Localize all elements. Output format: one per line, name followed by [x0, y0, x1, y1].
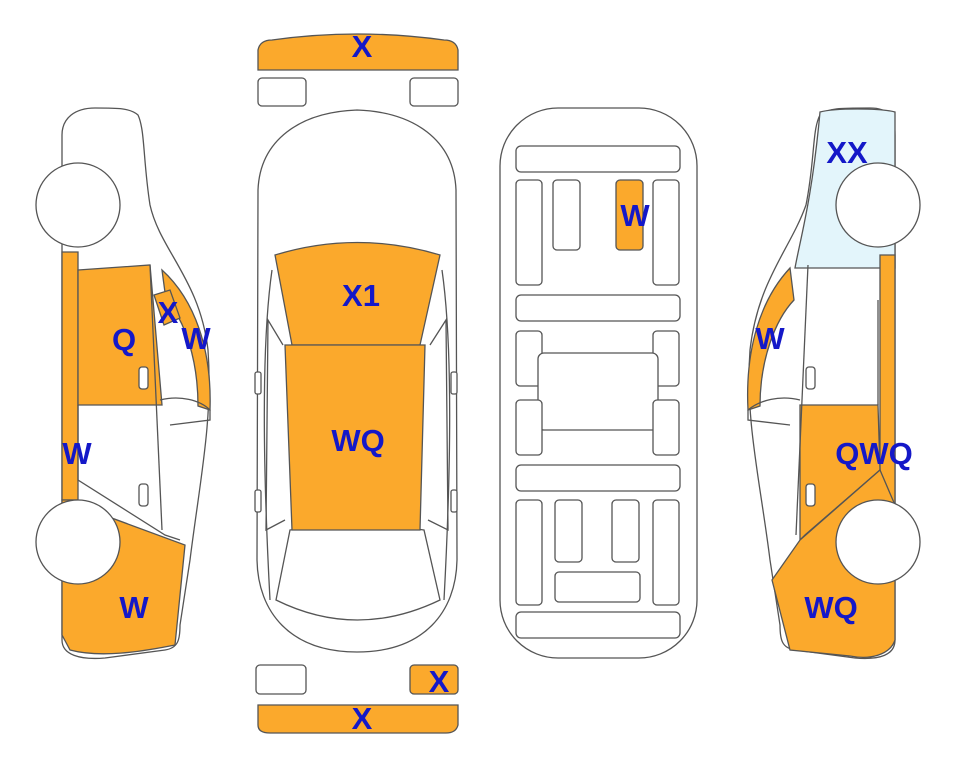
- left-pillar-line: [149, 264, 163, 531]
- right-pillar-line: [795, 264, 809, 536]
- ub-rear-rail-left: [515, 499, 543, 606]
- mark-right-windshield-edge: W: [755, 321, 785, 356]
- mark-left-front-pillar: X: [158, 295, 179, 330]
- mark-underbody-panel: W: [620, 198, 650, 233]
- ub-slot-damaged: [615, 179, 644, 251]
- front-lamp-left: [257, 77, 307, 107]
- right-glass-line: [747, 397, 801, 426]
- roof-panel: [274, 241, 441, 346]
- front-bumper-panel: [257, 33, 459, 71]
- ub-crossbar-2: [515, 464, 681, 492]
- ub-slot-left: [552, 179, 581, 251]
- hood-panel: [284, 344, 426, 531]
- rear-lamp-right-panel: [409, 664, 459, 695]
- top-window-right: [427, 317, 449, 532]
- right-handle-rear: [805, 483, 816, 507]
- top-window-left: [265, 317, 286, 532]
- mark-left-rear-fender: W: [119, 590, 149, 625]
- right-side-view: [746, 107, 921, 660]
- underbody-view: [499, 107, 698, 659]
- top-view: [254, 33, 459, 734]
- right-front-wheel: [835, 499, 921, 585]
- left-glass-line: [159, 397, 211, 426]
- left-rear-wheel: [35, 499, 121, 585]
- mark-rear-lamp-right: X: [429, 664, 450, 699]
- ub-rear-slot-2: [611, 499, 640, 563]
- mark-right-front-door: QWQ: [835, 436, 913, 471]
- top-mirror-left: [254, 371, 262, 395]
- mark-hood: WQ: [331, 423, 384, 458]
- mark-front-bumper: X: [352, 29, 373, 64]
- ub-rear-plate: [554, 571, 641, 603]
- top-mirror-right: [450, 371, 458, 395]
- left-handle-front: [138, 366, 149, 390]
- left-side-view: [35, 107, 211, 660]
- mark-left-front-door: Q: [112, 322, 136, 357]
- top-inner-line-right: [441, 269, 451, 601]
- right-rear-wheel: [835, 162, 921, 248]
- ub-rear-bar: [515, 611, 681, 639]
- ub-rear-rail-right: [652, 499, 680, 606]
- ub-center-plate: [537, 352, 659, 431]
- rear-lamp-left: [255, 664, 307, 695]
- ub-crossbar-1: [515, 294, 681, 322]
- rear-bumper-panel: [257, 704, 459, 734]
- ub-rail-right: [652, 179, 680, 286]
- mark-left-windshield-edge: W: [181, 321, 211, 356]
- damage-labels: X X1 WQ X X W X W Q W W XX W QWQ WQ: [62, 29, 912, 736]
- left-front-wheel: [35, 162, 121, 248]
- top-inner-line-left: [263, 269, 273, 601]
- ub-rail-left: [515, 179, 543, 286]
- front-lamp-right: [409, 77, 459, 107]
- left-front-pillar-panel: [153, 289, 181, 326]
- ub-front-bar: [515, 145, 681, 173]
- mark-roof: X1: [342, 278, 380, 313]
- mark-left-rocker: W: [62, 436, 92, 471]
- top-handle-right: [450, 489, 458, 513]
- left-handle-rear: [138, 483, 149, 507]
- left-door-line: [77, 405, 181, 541]
- ub-rear-slot-1: [554, 499, 583, 563]
- ub-frame-left-2: [515, 399, 543, 456]
- mark-right-front-fender: WQ: [804, 590, 857, 625]
- mark-rear-bumper: X: [352, 701, 373, 736]
- ub-frame-right-2: [652, 399, 680, 456]
- mark-right-rear-quarter: XX: [826, 135, 868, 170]
- right-handle-front: [805, 366, 816, 390]
- top-handle-left: [254, 489, 262, 513]
